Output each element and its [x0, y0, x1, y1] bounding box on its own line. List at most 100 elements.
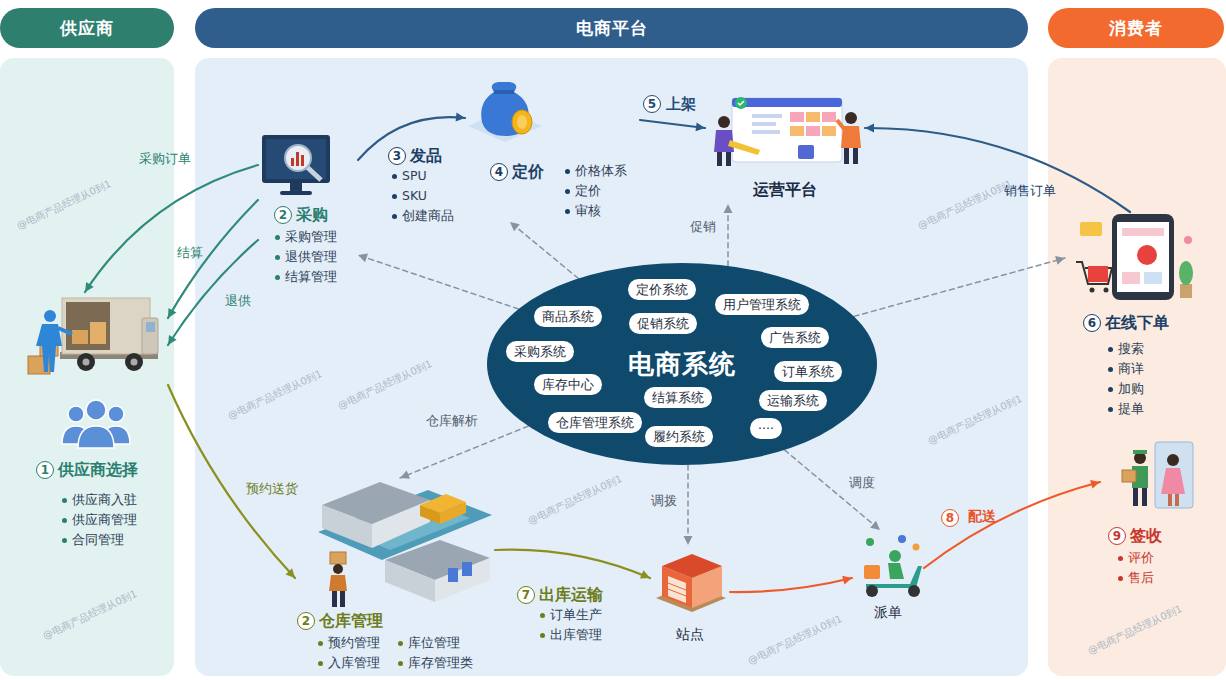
arrow-head	[358, 254, 368, 263]
bullet-dot	[275, 255, 280, 260]
watermark: @电商产品经理从0到1	[1086, 603, 1184, 656]
station-icon-part	[662, 554, 722, 578]
bullet-text: 供应商入驻	[72, 491, 137, 509]
step-heading: 2采购	[274, 205, 328, 225]
step-group: 2采购采购管理退供管理结算管理	[258, 132, 358, 288]
watermark: @电商产品经理从0到1	[41, 588, 139, 641]
pricing-moneybag-icon-part	[512, 110, 532, 134]
bullet-row: 供应商入驻	[62, 491, 137, 509]
dashed-connector	[854, 258, 1065, 316]
watermark: @电商产品经理从0到1	[15, 178, 113, 231]
edge-label-wrap: 仓库解析	[426, 412, 478, 429]
truck-illustration-part	[77, 353, 95, 371]
purchase-monitor-icon-part	[262, 135, 330, 183]
warehouse-illustration-part	[340, 591, 345, 607]
dispatch-scooter-icon-part	[866, 566, 922, 588]
warehouse-illustration-part	[462, 562, 472, 576]
dispatch-scooter-icon-part	[913, 544, 920, 551]
operation-platform-icon-part	[718, 116, 730, 128]
bullet-dot	[1108, 387, 1113, 392]
warehouse-illustration-part	[440, 502, 466, 524]
step-title: 出库运输	[539, 585, 603, 605]
operation-platform-icon-part	[732, 98, 842, 107]
step-heading: 3发品	[388, 146, 442, 166]
bullet-dot	[1118, 576, 1123, 581]
system-pill: 订单系统	[774, 361, 842, 382]
step-group: 3发品SPUSKU创建商品	[385, 144, 465, 228]
bullet-row: 采购管理	[275, 228, 337, 246]
bullet-text: 搜索	[1118, 340, 1144, 358]
online-shopping-icon-part	[1122, 272, 1140, 284]
purchase-monitor-icon-part	[296, 152, 299, 166]
bullet-text: 定价	[575, 182, 601, 200]
operation-platform-icon-part	[752, 130, 780, 134]
bullet-dot	[540, 613, 545, 618]
operation-platform-icon-part	[806, 112, 820, 122]
dispatch-scooter-icon-part	[866, 538, 874, 546]
system-pill: 履约系统	[645, 426, 713, 447]
operation-platform-icon-part	[853, 148, 858, 164]
system-pill: 用户管理系统	[715, 294, 809, 315]
arrow-head	[400, 470, 410, 478]
system-label: 采购系统	[514, 344, 566, 359]
operation-platform-icon-part	[822, 112, 836, 122]
bullet-dot	[1108, 347, 1113, 352]
station-icon-part	[668, 583, 686, 590]
bullet-dot	[398, 641, 403, 646]
step-heading: 9签收	[1108, 526, 1162, 546]
system-label: ····	[758, 421, 774, 436]
online-shopping-icon-part	[1117, 222, 1169, 292]
truck-illustration-part	[131, 359, 138, 366]
station-icon-part	[668, 589, 686, 596]
bullet-dot	[565, 209, 570, 214]
step-heading: 4定价	[490, 162, 544, 182]
operation-platform-icon-part	[726, 152, 731, 166]
warehouse-illustration-part	[330, 552, 346, 564]
bullet-text: 评价	[1128, 549, 1154, 567]
bullet-row: 库存管理类	[398, 654, 473, 672]
arrow-head	[842, 576, 852, 585]
edge-label-wrap: 配送	[968, 508, 996, 525]
operation-platform-icon-part	[837, 120, 845, 130]
operation-platform-icon-part	[728, 140, 760, 155]
truck-illustration	[28, 298, 158, 374]
bullet-dot	[62, 518, 67, 523]
bullet-row: 出库管理	[540, 626, 602, 644]
watermark: @电商产品经理从0到1	[336, 358, 434, 411]
truck-illustration-part	[90, 322, 106, 344]
bullet-dot	[392, 214, 397, 219]
edge-label: 促销	[690, 219, 716, 234]
warehouse-illustration-part	[385, 560, 435, 602]
edge-label: 预约送货	[246, 481, 298, 496]
ellipse-title: 电商系统	[628, 347, 736, 382]
system-pill: ····	[750, 418, 782, 439]
dispatch-scooter-icon-part	[864, 565, 880, 579]
operation-platform-icon-part	[845, 112, 857, 124]
bullet-row: 价格体系	[565, 162, 627, 180]
edge-label: 调拨	[651, 493, 677, 508]
truck-illustration-part	[36, 324, 62, 372]
arrow-head	[724, 204, 733, 213]
operation-platform-icon-part	[738, 101, 744, 105]
edge-label: 调度	[849, 475, 875, 490]
step-group: 7出库运输订单生产出库管理	[512, 583, 630, 646]
pricing-moneybag-icon	[468, 82, 542, 142]
truck-illustration-part	[66, 302, 110, 350]
bullet-dot	[1108, 367, 1113, 372]
operation-platform-icon-part	[790, 112, 804, 122]
watermark-wrap: @电商产品经理从0到1	[525, 472, 624, 528]
delivery-receipt-icon-part	[1167, 454, 1179, 466]
purchase-monitor-icon-part	[307, 167, 321, 180]
callout-number: 1	[36, 461, 54, 479]
icon-caption-group: 派单	[852, 530, 924, 622]
warehouse-illustration-part	[435, 558, 490, 602]
flow-arrow	[168, 200, 258, 318]
step-group: 6在线下单搜索商详加购提单	[1065, 212, 1210, 422]
dashed-connector	[358, 255, 518, 309]
bullet-row: 结算管理	[275, 268, 337, 286]
bullet-dot	[565, 169, 570, 174]
caption-wrap: 站点	[650, 624, 730, 644]
purchase-monitor-icon	[262, 135, 330, 195]
bullet-row: 预约管理	[318, 634, 380, 652]
step-heading: 1供应商选择	[36, 460, 138, 480]
